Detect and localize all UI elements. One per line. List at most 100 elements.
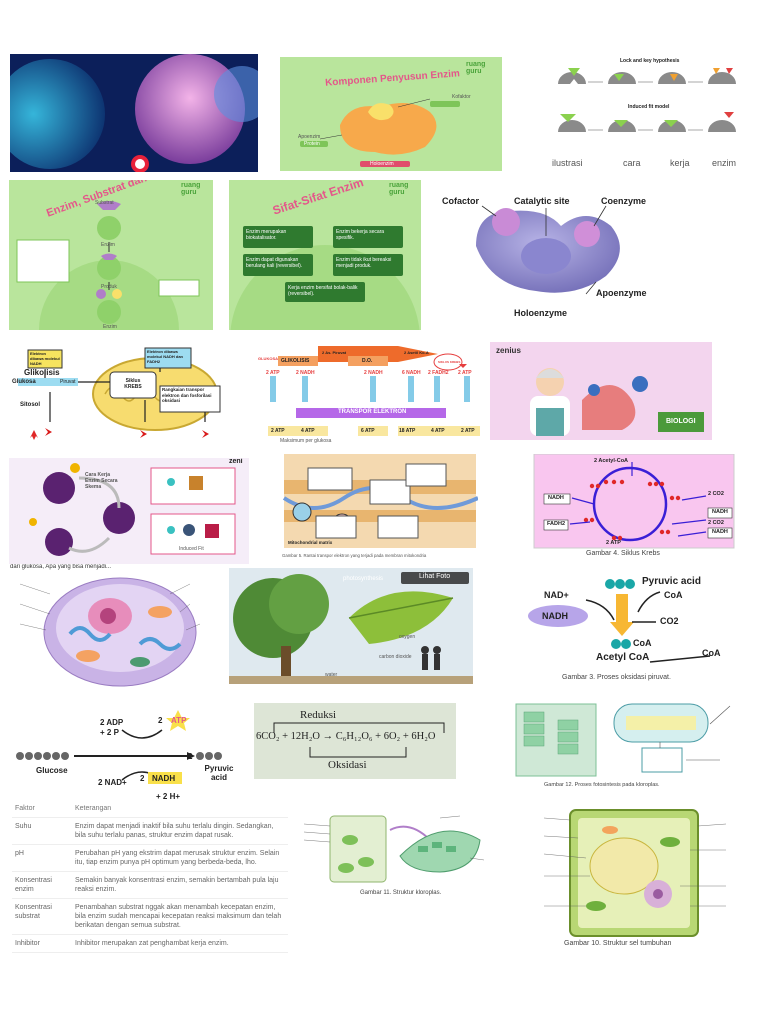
image-reaksi-fotosintesis[interactable]: Reduksi 6CO₂ + 12H₂O → C₆H₁₂O₆ + 6O₂ + 6… <box>254 703 456 779</box>
sel-tumbuhan-caption: Gambar 10. Struktur sel tumbuhan <box>564 940 672 947</box>
table-cell-keterangan: Perubahan pH yang ekstrim dapat merusak … <box>72 844 288 872</box>
nadh-label-3: NADH <box>712 529 728 535</box>
elektron-fadh-label: Elektron dibawa molekul NADH dan FADH2 <box>147 349 184 364</box>
struktur-kloroplas-caption: Gambar 11. Struktur kloroplas. <box>360 890 442 896</box>
lock-key-caption-2: cara <box>623 158 641 168</box>
atp-label: 2 ATP <box>606 540 621 546</box>
fadh-label: 2 FADH2 <box>428 370 449 376</box>
lock-key-caption-1: ilustrasi <box>552 158 583 168</box>
nadh-label: NADH <box>152 774 176 783</box>
induced-fit-label: Induced Fit <box>179 546 204 552</box>
nadh-label-3: 6 NADH <box>402 370 421 376</box>
sifat-item-4: Enzim tidak ikut bereaksi menjadi produk… <box>333 254 403 276</box>
nadh-label-2: NADH <box>712 509 728 515</box>
krebs-caption: Gambar 4. Siklus Krebs <box>586 550 660 557</box>
oxygen-label: oxygen <box>399 634 416 640</box>
table-cell-keterangan: Enzim dapat menjadi inaktif bila suhu te… <box>72 817 288 845</box>
image-proses-fotosintesis-kloroplas[interactable]: Gambar 12. Proses fotosintesis pada klor… <box>510 694 750 794</box>
table-row: Konsentrasi enzim Semakin banyak konsent… <box>12 871 288 899</box>
image-respirasi-sel[interactable]: Elektron dibawa molekul NADH Elektron di… <box>10 342 242 448</box>
zenius-logo: zenius <box>496 346 521 355</box>
induced-fit-title: Induced fit model <box>628 104 670 110</box>
image-struktur-kloroplas[interactable]: Gambar 11. Struktur kloroplas. <box>300 810 500 900</box>
lock-key-caption-3: kerja <box>670 158 690 168</box>
pyruvic-acid-label: Pyruvic acid <box>204 764 234 782</box>
image-lock-and-key[interactable]: Lock and key hypothesis Induced fit mode… <box>548 54 746 172</box>
image-enzim-substrat-produk[interactable]: Enzim, Substrat dan Produk ruang guru Su… <box>9 180 213 330</box>
carbon-dioxide-label: carbon dioxide <box>379 654 412 660</box>
image-tahapan-respirasi[interactable]: GLUKOSA GLIKOLISIS 2 As. Piruvat D.O. 2 … <box>258 346 480 446</box>
image-cara-kerja-enzim[interactable]: zeni Cara Kerja Enzim Secara Skema Induc… <box>9 458 249 564</box>
photosynthesis-label: photosynthesis <box>343 576 384 582</box>
atp-row-1: 2 ATP <box>271 428 285 434</box>
table-row: pH Perubahan pH yang ekstrim dapat merus… <box>12 844 288 872</box>
biologi-tag: BIOLOGI <box>666 418 696 425</box>
coa-label-1: CoA <box>664 590 683 600</box>
ruangguru-logo: ruang guru <box>389 182 409 196</box>
phosphate-label: + 2 P <box>100 728 119 737</box>
table-row: Konsentrasi substrat Penambahan substrat… <box>12 898 288 935</box>
table-header-row: Faktor Keterangan <box>12 800 288 818</box>
atp-label-1: 2 ATP <box>266 370 280 376</box>
enzim-label: Enzim <box>101 242 115 248</box>
siklus-krebs-label: Siklus KREBS <box>124 378 142 390</box>
image-sifat-enzim[interactable]: Sifat-Sifat Enzim ruang guru Enzim merup… <box>229 180 421 330</box>
atp-row-4: 18 ATP <box>399 428 416 434</box>
zenius-logo: zeni <box>229 458 243 465</box>
acetyl-coa-label-1: Acetyl CoA <box>596 652 650 663</box>
asetil-label: 2 Asetil Ko-A <box>404 350 429 355</box>
proton-label: + 2 H+ <box>156 792 181 801</box>
sifat-item-3: Enzim dapat digunakan berulang kali (rev… <box>243 254 313 276</box>
holoenzim-label: Holoenzim <box>370 161 394 167</box>
transpor-caption: Maksimum per glukosa <box>280 438 332 444</box>
oksidasi-label: Oksidasi <box>328 759 367 771</box>
adp-label: 2 ADP <box>100 718 124 727</box>
image-oksidasi-piruvat[interactable]: Pyruvic acid NAD+ CoA NADH CO2 CoA Acety… <box>520 572 740 688</box>
nad-label: 2 NAD+ <box>98 778 127 787</box>
table-header-keterangan: Keterangan <box>72 800 288 818</box>
table-cell-faktor: Suhu <box>12 817 72 845</box>
atp-row-5: 4 ATP <box>431 428 445 434</box>
cofactor-label: Cofactor <box>442 196 480 206</box>
holoenzyme-label: Holoenzyme <box>514 308 568 318</box>
catalytic-site-label: Catalytic site <box>514 196 570 206</box>
image-siklus-krebs[interactable]: 2 Acetyl-CoA NADH FADH2 2 CO2 NADH 2 CO2… <box>532 454 736 562</box>
substrat-label: Substrat <box>95 200 114 206</box>
piruvat-label: Piruvat <box>60 379 76 385</box>
image-fotosintesis[interactable]: Lihat Foto photosynthesis oxygen carbon … <box>229 568 473 684</box>
image-zenius-biologi[interactable]: zenius BIOLOGI <box>490 342 712 440</box>
glukosa-label: Glukosa <box>12 379 36 385</box>
image-komponen-enzim[interactable]: Komponen Penyusun Enzim ruang guru Kofak… <box>280 57 502 171</box>
co2-label: CO2 <box>660 616 679 626</box>
glucose-label: Glucose <box>36 766 68 775</box>
image-glikolisis[interactable]: 2 ADP + 2 P 2 ATP Glucose 2 NAD+ 2 NADH … <box>12 708 242 804</box>
acetyl-coa-label: 2 Acetyl-CoA <box>594 458 629 464</box>
fadh-label: FADH2 <box>547 521 566 527</box>
krebs-label: SIKLUS KREBS <box>438 360 461 364</box>
image-cell-render[interactable] <box>10 54 258 172</box>
glukosa-label: GLUKOSA <box>258 356 278 361</box>
table-header-faktor: Faktor <box>12 800 72 818</box>
coenzyme-label: Coenzyme <box>601 196 647 206</box>
matrix-label: Mitochondrial matrix <box>288 540 333 545</box>
ruangguru-logo: ruang guru <box>181 182 201 196</box>
atp-row-6: 2 ATP <box>461 428 475 434</box>
image-holoenzyme[interactable]: Cofactor Catalytic site Coenzyme Apoenzy… <box>436 186 658 326</box>
table-cell-keterangan: Inhibitor merupakan zat penghambat kerja… <box>72 934 288 953</box>
nadh-label-1: NADH <box>548 495 564 501</box>
nadh-label: NADH <box>542 611 568 621</box>
atp-row-3: 6 ATP <box>361 428 375 434</box>
overflow-text: dari glukosa, Apa yang bisa menjadi... <box>10 564 112 570</box>
image-transpor-elektron-mitokondria[interactable]: Mitochondrial matrix Gambar 5. Rantai tr… <box>282 450 478 562</box>
sitosol-label: Sitosol <box>20 402 41 408</box>
image-struktur-sel-tumbuhan[interactable]: Gambar 10. Struktur sel tumbuhan <box>540 806 740 950</box>
nadh-two-label: 2 <box>140 774 145 783</box>
sifat-item-1: Enzim merupakan biokatalisator. <box>243 226 313 248</box>
kloroplas-caption: Gambar 12. Proses fotosintesis pada klor… <box>544 782 660 788</box>
lihat-foto-button[interactable]: Lihat Foto <box>419 573 451 580</box>
piruvat-label: 2 As. Piruvat <box>322 350 347 355</box>
image-sel-hewan[interactable]: dari glukosa, Apa yang bisa menjadi... <box>10 564 220 692</box>
acetyl-coa-label-2: CoA <box>702 648 721 658</box>
reduksi-label: Reduksi <box>300 709 337 721</box>
atp-label: ATP <box>171 716 187 725</box>
